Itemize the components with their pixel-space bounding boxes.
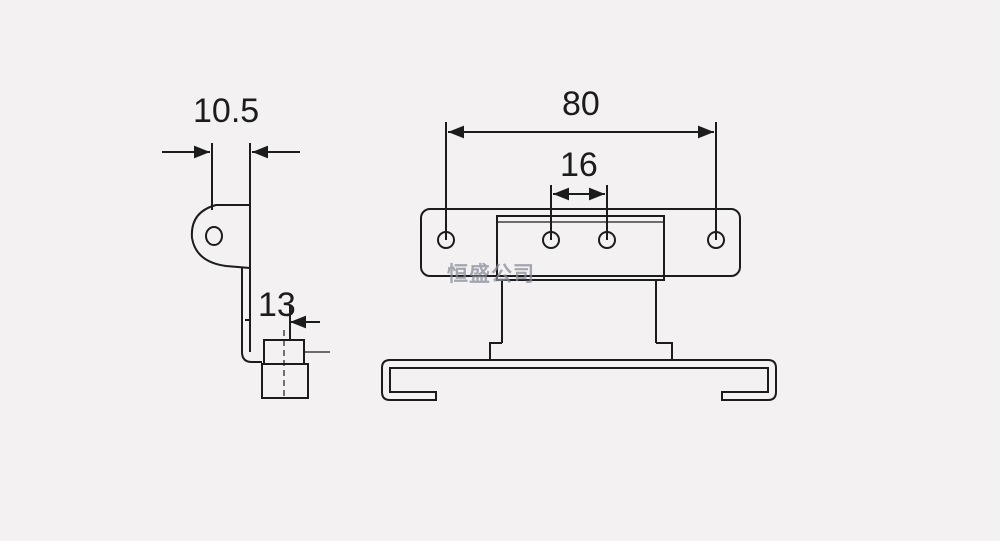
hole-3 — [598, 231, 616, 249]
dim-label-80: 80 — [562, 85, 600, 123]
plate-bend — [241, 351, 262, 363]
dim-label-16: 16 — [560, 146, 598, 184]
bracket-ear — [190, 204, 251, 270]
dim-label-13: 13 — [258, 286, 296, 324]
mounting-plate — [420, 208, 741, 277]
center-block — [496, 215, 665, 281]
side-base-block — [261, 363, 309, 399]
hole-4 — [707, 231, 725, 249]
hole-2 — [542, 231, 560, 249]
base-rail — [381, 359, 777, 401]
front-view — [381, 122, 777, 401]
hole-1 — [437, 231, 455, 249]
company-watermark: 恒盛公司 — [447, 262, 535, 286]
side-view — [162, 143, 330, 399]
neck-shoulder — [489, 342, 673, 361]
dim-label-10-5: 10.5 — [193, 92, 260, 130]
ear-hole — [205, 226, 223, 246]
